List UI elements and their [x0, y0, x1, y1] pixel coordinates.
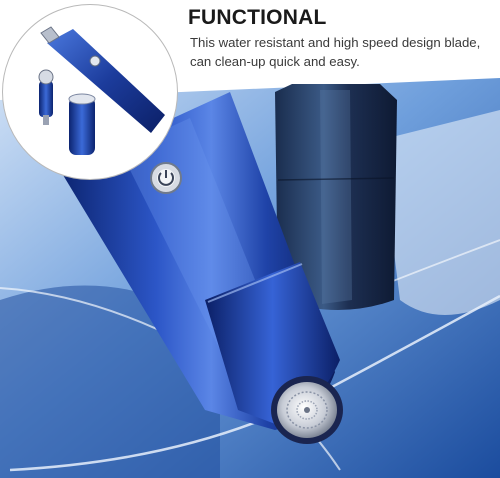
product-inset [2, 4, 178, 180]
heading-title: FUNCTIONAL [188, 6, 327, 29]
dark-trimmer [275, 84, 397, 310]
inset-head-attachment [38, 69, 54, 125]
reflection-band-right [380, 110, 500, 315]
feature-description: This water resistant and high speed desi… [190, 35, 481, 69]
inset-illustration [38, 26, 165, 155]
inset-trimmer [40, 26, 165, 133]
inset-cap [68, 93, 96, 155]
power-button-icon [150, 162, 182, 194]
trimmer-head-icon [271, 376, 343, 444]
